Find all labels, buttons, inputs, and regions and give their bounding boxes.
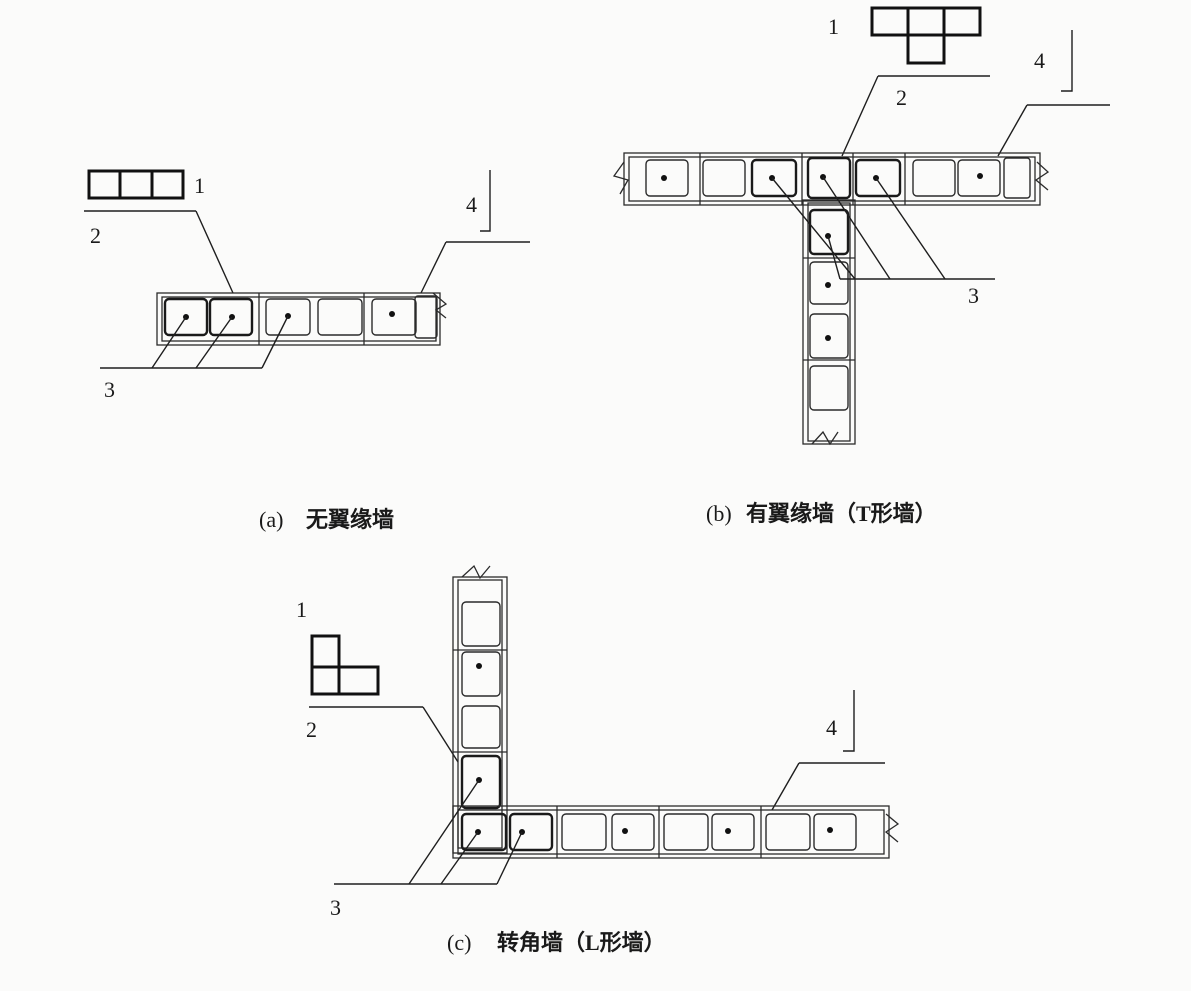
callout-4: 4 <box>466 192 477 217</box>
wall-section-a <box>156 292 448 346</box>
caption-text-b: 有翼缘墙（T形墙） <box>746 501 937 526</box>
callout-4: 4 <box>1034 48 1045 73</box>
callout-1: 1 <box>194 173 205 198</box>
caption-text-a: 无翼缘墙 <box>306 507 394 532</box>
callout-3: 3 <box>330 895 341 920</box>
l-wall-icon <box>310 634 380 696</box>
caption-prefix-b: (b) <box>706 501 732 526</box>
caption-text-c: 转角墙（L形墙） <box>497 930 666 955</box>
callout-2: 2 <box>896 85 907 110</box>
figure-c: 1 2 4 <box>296 564 900 955</box>
wall-section-c <box>452 564 900 859</box>
callout-3: 3 <box>968 283 979 308</box>
figure-a: 1 2 4 3 (a) <box>84 169 530 532</box>
caption-prefix-a: (a) <box>259 507 283 532</box>
wall-section-b <box>612 152 1050 446</box>
callout-1: 1 <box>828 14 839 39</box>
caption-prefix-c: (c) <box>447 930 471 955</box>
callout-4: 4 <box>826 715 837 740</box>
callout-2: 2 <box>306 717 317 742</box>
straight-wall-3-blocks-icon <box>87 169 185 200</box>
figure-b: 1 2 4 <box>612 6 1110 526</box>
callout-3: 3 <box>104 377 115 402</box>
callout-2: 2 <box>90 223 101 248</box>
t-wall-icon <box>870 6 982 65</box>
callout-1: 1 <box>296 597 307 622</box>
